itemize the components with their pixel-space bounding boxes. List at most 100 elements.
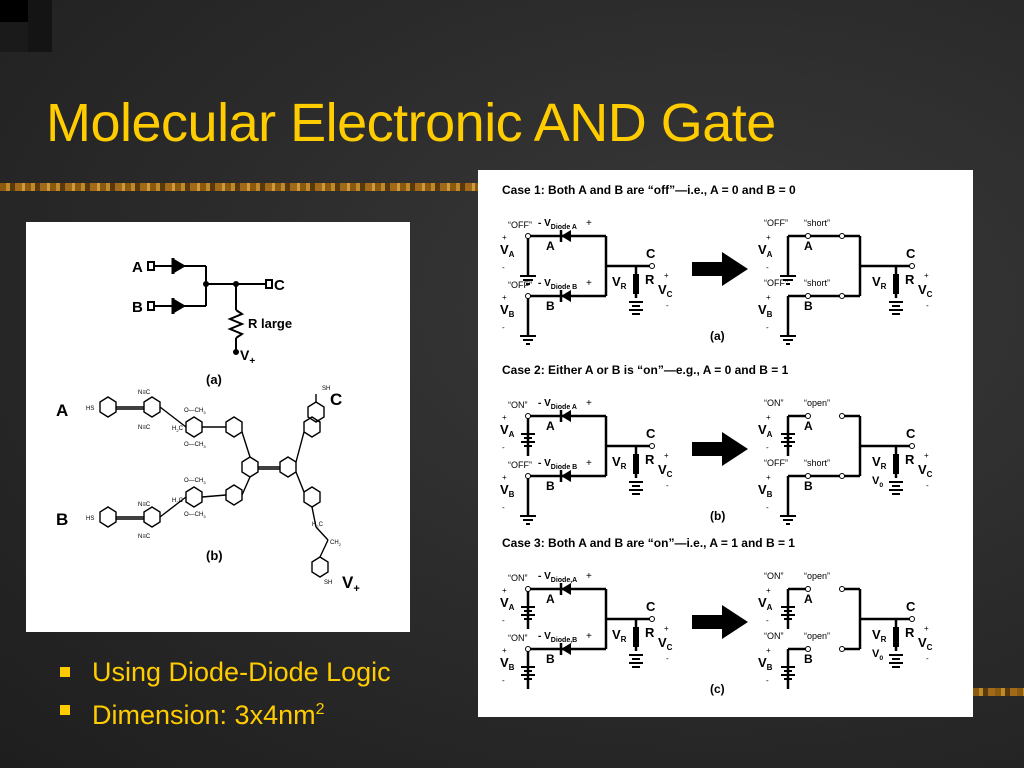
- case-minus-sign: -: [502, 616, 505, 625]
- case-plus-sign: +: [766, 586, 771, 595]
- case-minus-sign: -: [666, 301, 669, 310]
- case-heading: Case 1: Both A and B are “off”—i.e., A =…: [502, 183, 796, 197]
- bullet-item: Dimension: 3x4nm2: [58, 694, 418, 731]
- molecule-group-methylene: CH2: [330, 540, 342, 547]
- case-left-node-label: A: [546, 592, 555, 606]
- case-heading: Case 3: Both A and B are “on”—i.e., A = …: [502, 536, 795, 550]
- case-right-input-state: “OFF”: [764, 218, 788, 228]
- case-left-source-voltage: VB: [500, 482, 515, 499]
- case-plus-sign: +: [766, 413, 771, 422]
- bullet-text: Using Diode-Diode Logic: [92, 657, 391, 687]
- case-right-source-voltage: VB: [758, 302, 773, 319]
- bullet-text: Dimension: 3x4nm: [92, 700, 316, 730]
- molecule-group-sh: SH: [324, 580, 332, 586]
- case-right-input-state: “OFF”: [764, 458, 788, 468]
- bullet-list: Using Diode-Diode Logic Dimension: 3x4nm…: [58, 656, 418, 737]
- circuit-a-resistor-label: R large: [248, 316, 292, 331]
- case-right-node-label: A: [804, 239, 813, 253]
- case-left-source-voltage: VB: [500, 302, 515, 319]
- case-output-label: C: [906, 246, 916, 261]
- case-bias-voltage: V0: [872, 648, 883, 662]
- circuit-a-label-b: B: [132, 299, 143, 316]
- case-left-input-state: “ON”: [508, 633, 528, 643]
- bullet-superscript: 2: [315, 701, 325, 718]
- molecule-group-sh: SH: [322, 386, 330, 392]
- case-right-input-state: “ON”: [764, 571, 784, 581]
- case-left-input-state: “ON”: [508, 400, 528, 410]
- and-gate-molecule-diagram: A B C R large V+ (a): [56, 258, 360, 595]
- case-diode-voltage: - VDiode,A: [538, 571, 577, 584]
- case-diode-voltage: - VDiode B: [538, 458, 577, 471]
- case-right-node-label: A: [804, 592, 813, 606]
- case-right-switch-state: “short”: [804, 278, 830, 288]
- case-panel: Case 1: Both A and B are “off”—i.e., A =…: [500, 183, 933, 345]
- case-resistor-label: R: [905, 625, 915, 640]
- case-plus-sign: +: [924, 451, 929, 460]
- case-left-input-state: “OFF”: [508, 460, 532, 470]
- transform-arrow-icon: [692, 605, 748, 639]
- case-output-voltage: VC: [918, 462, 933, 479]
- case-right-node-label: A: [804, 419, 813, 433]
- bullet-square-icon: [60, 667, 70, 677]
- case-plus-sign: +: [664, 271, 669, 280]
- case-minus-sign: -: [766, 323, 769, 332]
- circuit-a-label-a: A: [132, 259, 143, 276]
- case-right-switch-state: “open”: [804, 398, 830, 408]
- case-right-switch-state: “short”: [804, 218, 830, 228]
- case-right-source-voltage: VB: [758, 482, 773, 499]
- molecule-group-methoxy: O—CH3: [184, 408, 206, 415]
- case-right-switch-state: “short”: [804, 458, 830, 468]
- case-resistor-voltage: VR: [612, 274, 627, 291]
- case-part-label: (b): [710, 509, 725, 523]
- molecule-group-nitrile: N≡C: [138, 390, 151, 396]
- transform-arrow-icon: [692, 252, 748, 286]
- corner-decoration: [0, 0, 28, 22]
- case-plus-sign: +: [502, 473, 507, 482]
- case-part-label: (a): [710, 329, 725, 343]
- molecule-label-b: B: [56, 510, 68, 529]
- case-right-source-voltage: VA: [758, 422, 773, 439]
- case-resistor-voltage: VR: [872, 454, 887, 471]
- case-diode-voltage: - VDiode A: [538, 218, 577, 231]
- case-heading: Case 2: Either A or B is “on”—e.g., A = …: [502, 363, 789, 377]
- molecule-group-methylene: H2C: [172, 426, 184, 433]
- case-right-input-state: “OFF”: [764, 278, 788, 288]
- figure-part-b-label: (b): [206, 548, 223, 563]
- case-plus-sign: +: [766, 473, 771, 482]
- case-resistor-label: R: [905, 452, 915, 467]
- case-minus-sign: -: [502, 263, 505, 272]
- case-right-source-voltage: VB: [758, 655, 773, 672]
- case-output-label: C: [646, 246, 656, 261]
- case-left-node-label: B: [546, 652, 555, 666]
- case-minus-sign: -: [926, 481, 929, 490]
- corner-decoration: [28, 0, 52, 52]
- case-minus-sign: -: [766, 263, 769, 272]
- case-plus-sign: +: [586, 571, 592, 582]
- case-diode-voltage: - VDiode A: [538, 398, 577, 411]
- case-left-node-label: A: [546, 239, 555, 253]
- case-minus-sign: -: [666, 481, 669, 490]
- case-left-source-voltage: VB: [500, 655, 515, 672]
- case-plus-sign: +: [502, 293, 507, 302]
- case-diode-voltage: - VDiode B: [538, 278, 577, 291]
- bullet-square-icon: [60, 705, 70, 715]
- circuit-a-label-c: C: [274, 277, 285, 294]
- molecule-group-hs: HS: [86, 516, 94, 522]
- molecule-group-nitrile: N≡C: [138, 534, 151, 540]
- case-left-node-label: A: [546, 419, 555, 433]
- case-right-source-voltage: VA: [758, 595, 773, 612]
- case-plus-sign: +: [502, 646, 507, 655]
- molecule-structure: [99, 394, 329, 578]
- case-output-label: C: [646, 426, 656, 441]
- case-left-input-state: “OFF”: [508, 220, 532, 230]
- molecule-group-hs: HS: [86, 406, 94, 412]
- case-output-label: C: [906, 599, 916, 614]
- case-plus-sign: +: [586, 458, 592, 469]
- case-minus-sign: -: [766, 443, 769, 452]
- case-output-voltage: VC: [918, 282, 933, 299]
- case-part-label: (c): [710, 682, 725, 696]
- circuit-a-supply-label: V+: [240, 347, 255, 367]
- corner-decoration: [0, 22, 28, 52]
- case-plus-sign: +: [924, 624, 929, 633]
- case-resistor-label: R: [645, 625, 655, 640]
